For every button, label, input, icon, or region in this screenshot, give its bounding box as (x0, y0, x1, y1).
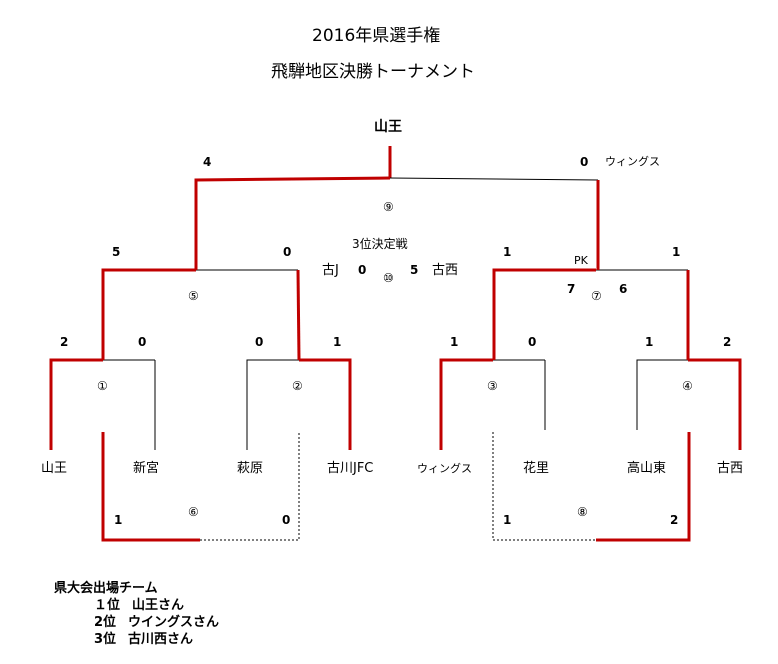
match-5-right-score: 0 (283, 245, 292, 259)
page-title: 2016年県選手権 (312, 26, 441, 46)
match-8-winner-path (596, 432, 691, 542)
match-2-label: ② (292, 379, 303, 393)
third-place-heading: 3位決定戦 (352, 237, 408, 251)
match-1-label: ① (97, 379, 108, 393)
final-left-score: 4 (203, 155, 212, 169)
match-3-right-score: 0 (528, 335, 537, 349)
match-4-winner-path (688, 358, 742, 450)
match-7-pk-right: 6 (619, 282, 628, 296)
final-bar (389, 177, 599, 181)
rank-label: 2位 (94, 615, 117, 630)
final-right-score: 0 (580, 155, 589, 169)
match-2-left-path (246, 359, 299, 450)
match-1-left-score: 2 (60, 335, 69, 349)
team-furunishi: 古西 (717, 461, 744, 476)
match-4-right-score: 2 (723, 335, 732, 349)
match-7-label: ⑦ (591, 289, 602, 303)
qualified-row-3: 3位古川西さん (54, 631, 219, 648)
match-8-label: ⑧ (577, 505, 588, 519)
match-1-winner-path (49, 358, 103, 450)
team-shingu: 新宮 (133, 461, 160, 476)
third-place-right-score: 5 (410, 263, 419, 277)
rank-label: １位 (94, 598, 121, 613)
match-8-left-score: 1 (503, 513, 512, 527)
match-3-label: ③ (487, 379, 498, 393)
page-subtitle: 飛騨地区決勝トーナメント (271, 62, 475, 82)
match-6-loser-path (200, 432, 300, 541)
third-place-left-score: 0 (358, 263, 367, 277)
qualified-teams: 県大会出場チーム １位山王さん 2位ウイングスさん 3位古川西さん (54, 580, 219, 648)
match-5-loser-path (296, 269, 301, 361)
team-furukawa-jfc: 古川JFC (327, 461, 374, 476)
match-2-right-score: 1 (333, 335, 342, 349)
qualified-heading: 県大会出場チーム (54, 581, 158, 596)
match-5-left-score: 5 (112, 245, 121, 259)
rank-team: 山王さん (132, 598, 185, 613)
match-7-pk-left: 7 (567, 282, 576, 296)
match-8-loser-path (492, 432, 596, 541)
match-7-winner-path (492, 268, 596, 360)
match-5-label: ⑤ (188, 289, 199, 303)
rank-team: ウイングスさん (128, 615, 220, 630)
rank-team: 古川西さん (128, 632, 194, 647)
third-place-left-team: 古J (322, 263, 339, 278)
match-2-winner-path (299, 358, 352, 450)
match-3-winner-path (439, 358, 493, 450)
team-wings: ウィングス (417, 462, 472, 475)
match-7-right-score: 1 (672, 245, 681, 259)
champion-name: 山王 (374, 119, 402, 135)
match-4-left-path (636, 359, 688, 430)
qualified-row-1: １位山王さん (54, 597, 219, 614)
team-hanasato: 花里 (523, 461, 550, 476)
match-4-left-score: 1 (645, 335, 654, 349)
match-10-label: ⑩ (383, 271, 394, 285)
match-3-left-score: 1 (450, 335, 459, 349)
team-sanno: 山王 (41, 461, 68, 476)
qualified-row-2: 2位ウイングスさん (54, 614, 219, 631)
match-6-right-score: 0 (282, 513, 291, 527)
match-7-pk-label: PK (574, 254, 588, 267)
match-5-winner-path (101, 268, 196, 360)
match-6-label: ⑥ (188, 505, 199, 519)
match-1-right-score: 0 (138, 335, 147, 349)
final-winner-path (194, 176, 391, 270)
rank-label: 3位 (94, 632, 117, 647)
match-7-left-score: 1 (503, 245, 512, 259)
match-9-label: ⑨ (383, 200, 394, 214)
team-hagiwara: 萩原 (237, 461, 264, 476)
match-2-left-score: 0 (255, 335, 264, 349)
match-6-left-score: 1 (114, 513, 123, 527)
match-8-right-score: 2 (670, 513, 679, 527)
third-place-right-team: 古西 (432, 263, 459, 278)
final-right-team: ウィングス (605, 155, 660, 168)
match-6-winner-path (101, 432, 200, 542)
team-takayama-higashi: 高山東 (627, 461, 667, 476)
match-4-label: ④ (682, 379, 693, 393)
